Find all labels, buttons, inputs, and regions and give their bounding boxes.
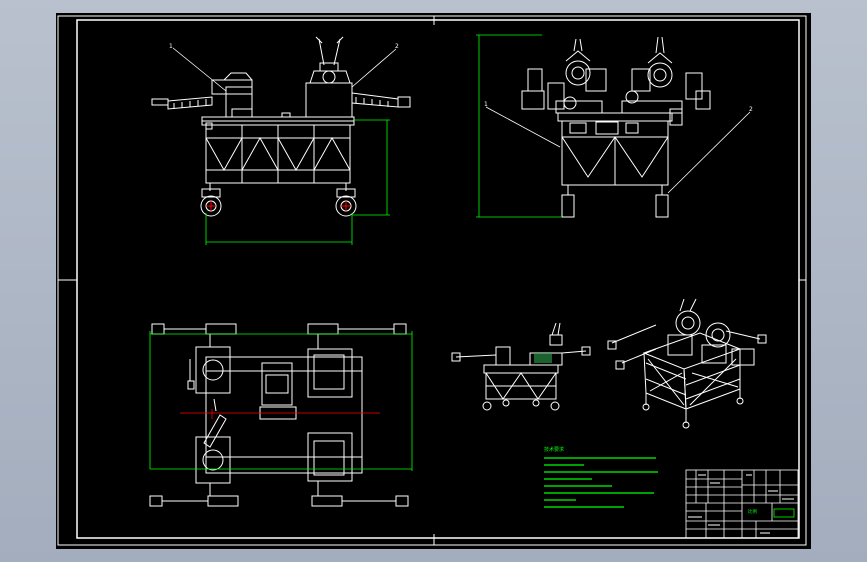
- front-view-dimensions: [205, 119, 390, 245]
- balloon-side-left: 1: [484, 101, 488, 108]
- top-view-dimensions: [149, 331, 413, 471]
- top-view-centerline: [180, 409, 380, 419]
- iso-small-highlight: [534, 353, 552, 363]
- side-view-leaders: [485, 106, 751, 194]
- side-view[interactable]: [521, 36, 711, 218]
- top-view[interactable]: [149, 323, 409, 507]
- iso-view-small[interactable]: [451, 322, 591, 411]
- front-view-leaders: [172, 47, 397, 92]
- title-block-marks: [688, 474, 794, 534]
- side-view-dimensions: [476, 34, 562, 218]
- iso-view-large[interactable]: [607, 298, 767, 429]
- balloon-front-right: 2: [395, 43, 399, 50]
- title-block-label: 比例: [748, 508, 757, 515]
- inner-frame: [76, 19, 800, 539]
- notes-lines: [544, 457, 658, 508]
- outer-frame: [57, 15, 807, 546]
- title-block-name-cell: [773, 508, 795, 518]
- front-view-wheel-marks: [206, 201, 351, 211]
- drawing-sheet[interactable]: 1 2: [56, 13, 811, 549]
- cad-viewport[interactable]: 1 2: [56, 13, 811, 549]
- balloon-side-right: 2: [749, 106, 753, 113]
- balloon-front-left: 1: [169, 43, 173, 50]
- title-block[interactable]: [685, 469, 799, 539]
- front-view[interactable]: [151, 36, 411, 217]
- notes-title: 技术要求: [544, 446, 564, 453]
